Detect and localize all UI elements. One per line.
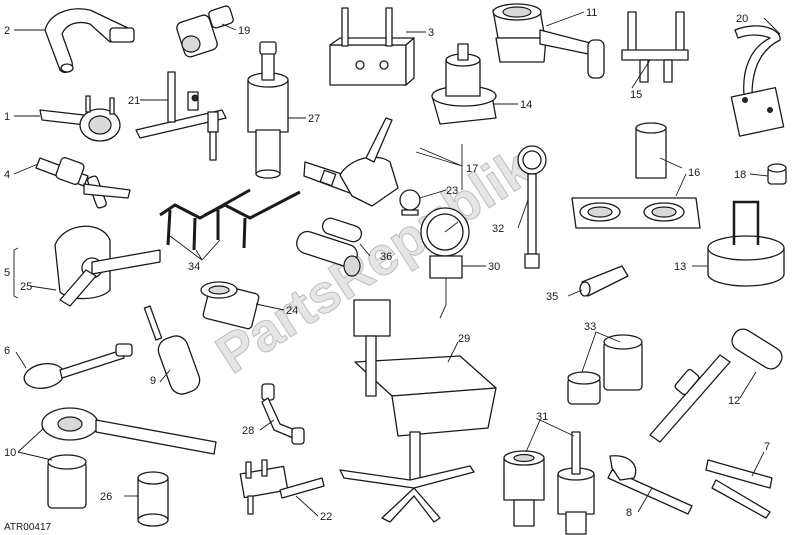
callout-7: 7	[764, 441, 770, 453]
tool-35-cone	[579, 265, 629, 297]
tool-30-dial-gauge	[420, 207, 470, 319]
callout-10: 10	[4, 447, 16, 459]
callout-3: 3	[428, 27, 434, 39]
tool-27-cylinder	[247, 41, 289, 179]
callout-31: 31	[536, 411, 548, 423]
tool-21-puller	[135, 71, 227, 161]
tool-24-socket	[200, 281, 260, 330]
callout-32: 32	[492, 223, 504, 235]
tool-22-fork	[239, 459, 325, 515]
callout-26: 26	[100, 491, 112, 503]
tool-17-bender	[303, 117, 421, 216]
callout-6: 6	[4, 345, 10, 357]
tool-1-pin-plate	[39, 95, 121, 142]
callout-11: 11	[586, 7, 597, 19]
diagram-code: ATR00417	[4, 522, 52, 533]
callout-9: 9	[150, 375, 156, 387]
tool-16-gear-sockets	[571, 122, 701, 229]
leader-lines	[13, 11, 781, 517]
tool-11-clamp-arm	[492, 3, 605, 79]
callout-13: 13	[674, 261, 686, 273]
tool-7-wrench	[705, 459, 773, 519]
tool-20-arc-bracket	[730, 25, 785, 137]
tool-9-driver	[143, 305, 201, 395]
tool-18-nut	[767, 163, 787, 185]
tool-5-protractor	[54, 225, 161, 307]
tool-36-cylinders	[296, 217, 363, 277]
tool-14-spindle-holder	[431, 43, 497, 125]
callout-1: 1	[4, 111, 10, 123]
tool-31-sockets	[503, 431, 595, 535]
callout-24: 24	[286, 305, 298, 317]
callout-8: 8	[626, 507, 632, 519]
callout-23: 23	[446, 185, 458, 197]
callout-34: 34	[188, 261, 200, 273]
tool-33-bushings	[567, 334, 643, 405]
callout-16: 16	[688, 167, 700, 179]
callout-19: 19	[238, 25, 250, 37]
tool-19-socket	[176, 5, 234, 58]
tool-10-spanner	[41, 407, 217, 509]
tool-34-wire-stands	[159, 188, 301, 251]
callout-29: 29	[458, 333, 470, 345]
callout-12: 12	[728, 395, 740, 407]
callout-21: 21	[128, 95, 140, 107]
callout-20: 20	[736, 13, 748, 25]
callout-36: 36	[380, 251, 392, 263]
tool-8-spanner	[607, 455, 693, 515]
callout-30: 30	[488, 261, 500, 273]
callout-25: 25	[20, 281, 32, 293]
tool-28-crank	[261, 383, 305, 445]
callout-33: 33	[584, 321, 596, 333]
tool-12-handle-wrench	[649, 328, 783, 443]
callout-22: 22	[320, 511, 332, 523]
tool-29-stand	[339, 299, 497, 523]
callout-17: 17	[466, 163, 478, 175]
callout-5: 5	[4, 267, 10, 279]
callouts: 2 19 3 11 20 15 1 21 27 14 4 17 23 16 18…	[4, 7, 770, 523]
tool-6-strap-wrench	[23, 343, 133, 389]
tool-26-sleeve	[137, 471, 169, 527]
callout-27: 27	[308, 113, 320, 125]
tool-32-bore-gauge	[517, 145, 547, 269]
callout-18: 18	[734, 169, 746, 181]
callout-2: 2	[4, 25, 10, 37]
callout-28: 28	[242, 425, 254, 437]
tool-2-hook-puller	[44, 8, 135, 74]
tool-4-t-handle	[35, 157, 131, 209]
tool-3-stud-bracket	[329, 7, 415, 86]
callout-35: 35	[546, 291, 558, 303]
callout-14: 14	[520, 99, 532, 111]
tool-15-frame	[621, 11, 689, 83]
callout-15: 15	[630, 89, 642, 101]
callout-4: 4	[4, 169, 10, 181]
tool-13-drum	[707, 200, 785, 287]
